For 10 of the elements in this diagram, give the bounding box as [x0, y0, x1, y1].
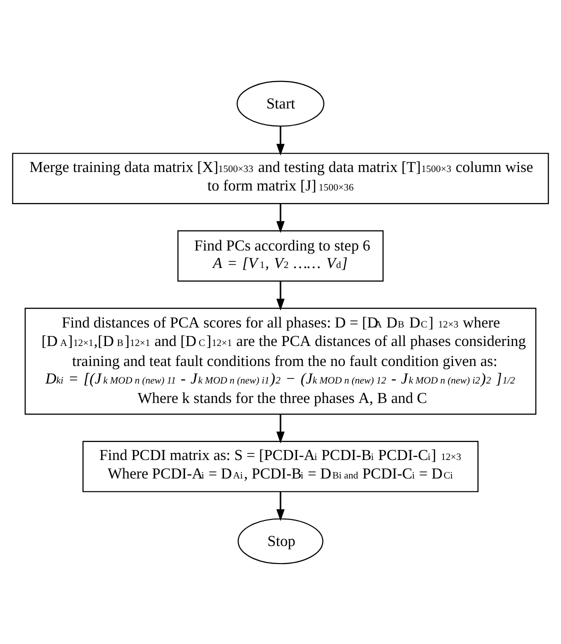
arrow [276, 414, 285, 443]
node-box: Find PCDI matrix as: S = [PCDI-Ai PCDI-Bi PCDI-Ci] 12×3 Where PCDI-Ai = DAi, PCDI-Bi = DBi and PCDI-Ci = DCi [82, 440, 479, 492]
node-ellipse: Stop [238, 518, 324, 564]
arrow [276, 280, 285, 310]
node-ellipse: Start [236, 80, 324, 126]
node-box: Merge training data matrix [X]1500×33 and testing data matrix [T]1500×3 column wise to form matrix [J]1500×36 [12, 152, 549, 204]
arrow [276, 126, 285, 156]
arrow [276, 491, 285, 521]
arrow [276, 203, 285, 232]
node-box: Find PCs according to step 6 A = [V1, V2 …… Vd] [177, 230, 384, 282]
